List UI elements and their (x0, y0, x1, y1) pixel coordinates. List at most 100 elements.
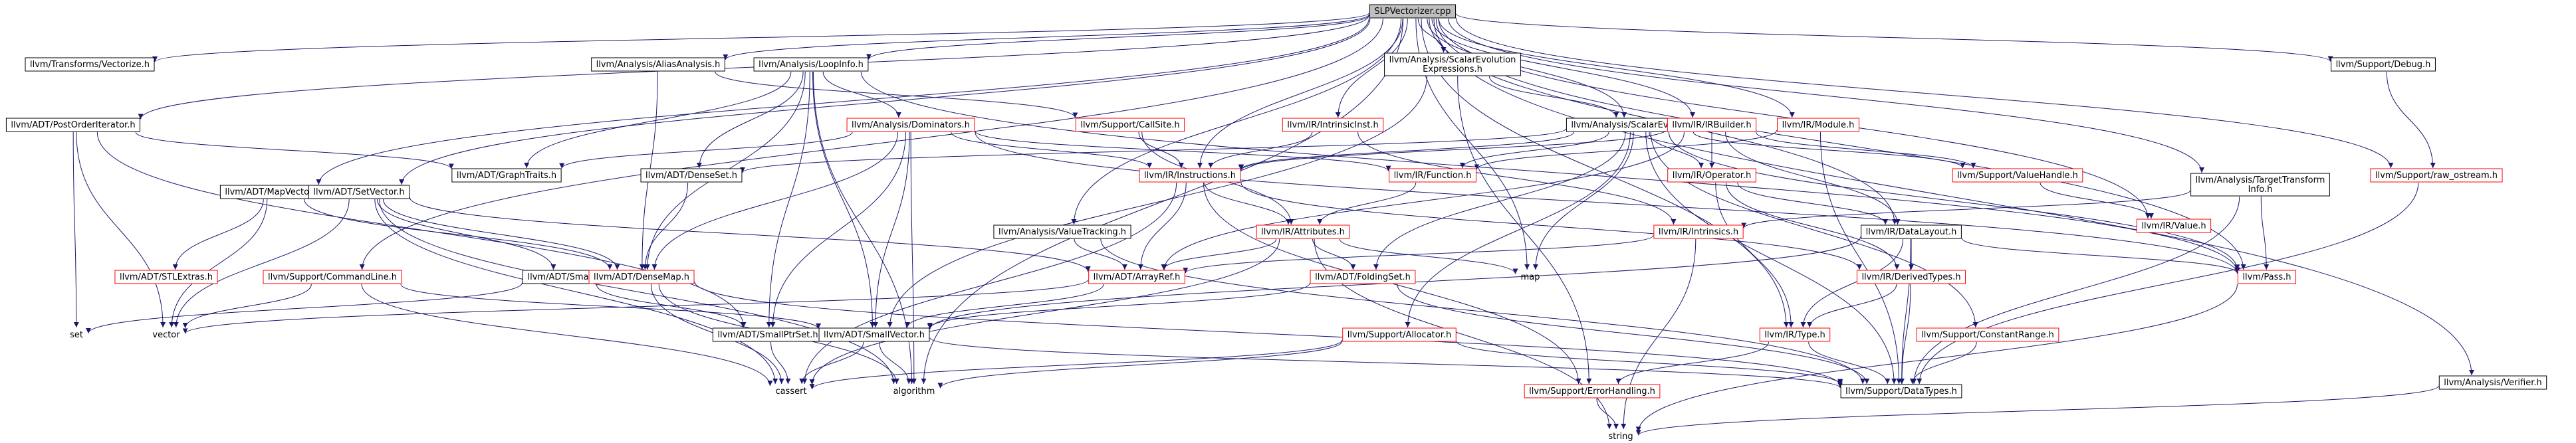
node-box (1075, 118, 1185, 132)
node-label-line: Info.h (2248, 185, 2273, 195)
edge-slp-to-commandline (359, 18, 1383, 270)
node-label: llvm/Support/ConstantRange.h (1921, 330, 2054, 340)
node-label: llvm/ADT/SetVector.h (313, 187, 404, 197)
node-label-line: llvm/Analysis/TargetTransform (2196, 175, 2325, 185)
node-arrayref[interactable]: llvm/ADT/ArrayRef.h (1088, 270, 1185, 284)
node-slp[interactable]: SLPVectorizer.cpp (1369, 4, 1457, 19)
node-denseset[interactable]: llvm/ADT/DenseSet.h (640, 168, 743, 183)
node-label-line: llvm/IR/Instructions.h (1144, 171, 1236, 181)
node-module[interactable]: llvm/IR/Module.h (1777, 118, 1859, 132)
edge-irbuilder-to-valuehandle (1756, 132, 1976, 169)
edge-operator-to-datalayout (1737, 182, 1889, 225)
node-constantrange[interactable]: llvm/Support/ConstantRange.h (1916, 327, 2059, 342)
edge-dominators-to-pass (975, 132, 2240, 274)
node-rawostream[interactable]: llvm/Support/raw_ostream.h (2370, 168, 2503, 183)
edge-postorder-to-vector (76, 132, 166, 328)
node-irbuilder[interactable]: llvm/IR/IRBuilder.h (1667, 118, 1757, 132)
node-label-line: llvm/Support/DataTypes.h (1845, 387, 1957, 397)
node-operator[interactable]: llvm/IR/Operator.h (1667, 168, 1756, 183)
node-label-line: algorithm (893, 387, 935, 397)
node-valuehandle[interactable]: llvm/Support/ValueHandle.h (1952, 168, 2083, 183)
edge-pass-to-string (1635, 284, 2238, 432)
node-foldingset[interactable]: llvm/ADT/FoldingSet.h (1310, 270, 1416, 284)
edge-foldingset-to-smallvector (927, 283, 1310, 329)
edge-slp-to-loopinfo (866, 15, 1369, 60)
edge-instructions-to-attributes (1204, 182, 1291, 225)
edge-dominators-to-smallptrset (770, 132, 907, 328)
edge-attributes-to-foldingset (1312, 238, 1356, 270)
node-label-line: string (1608, 432, 1633, 442)
node-errorhandling[interactable]: llvm/Support/ErrorHandling.h (1524, 384, 1661, 399)
node-pass[interactable]: llvm/Pass.h (2237, 270, 2297, 284)
edge-slp-to-scevexpr (1417, 18, 1447, 53)
node-label-line: llvm/ADT/SetVector.h (313, 187, 404, 197)
node-label: llvm/Analysis/Dominators.h (852, 120, 970, 130)
node-label-line: llvm/Support/ValueHandle.h (1957, 171, 2078, 181)
node-type[interactable]: llvm/IR/Type.h (1759, 327, 1831, 342)
node-value[interactable]: llvm/IR/Value.h (2136, 219, 2212, 233)
edge-slp-to-setvector (399, 18, 1371, 185)
edge-setvector-to-algorithm (379, 199, 897, 385)
node-attributes[interactable]: llvm/IR/Attributes.h (1256, 224, 1350, 239)
node-function[interactable]: llvm/IR/Function.h (1389, 168, 1476, 183)
node-box (263, 270, 402, 284)
node-commandline[interactable]: llvm/Support/CommandLine.h (263, 270, 402, 284)
edge-scev-to-function (1459, 132, 1609, 169)
node-instructions[interactable]: llvm/IR/Instructions.h (1139, 168, 1241, 183)
node-label: llvm/ADT/GraphTraits.h (457, 171, 556, 181)
node-allocator[interactable]: llvm/Support/Allocator.h (1342, 327, 1457, 342)
node-datalayout[interactable]: llvm/IR/DataLayout.h (1861, 224, 1962, 239)
node-label: llvm/IR/Value.h (2141, 221, 2206, 231)
edge-module-to-datatypes (1819, 132, 1902, 385)
node-setvector[interactable]: llvm/ADT/SetVector.h (308, 185, 410, 199)
node-label: llvm/Pass.h (2242, 272, 2291, 282)
node-intrinsicinst[interactable]: llvm/IR/IntrinsicInst.h (1282, 118, 1384, 132)
edge-intrinsicinst-to-intrinsics (1357, 132, 1677, 225)
node-stlextras[interactable]: llvm/ADT/STLExtras.h (114, 270, 218, 284)
edge-irbuilder-to-instructions (1238, 129, 1667, 171)
node-smallptrset[interactable]: llvm/ADT/SmallPtrSet.h (712, 327, 824, 342)
edge-scev-to-allocator (1405, 132, 1631, 328)
node-smallvector[interactable]: llvm/ADT/SmallVector.h (818, 327, 930, 342)
node-label: llvm/ADT/DenseSet.h (645, 171, 737, 181)
node-cassert: cassert (775, 387, 806, 397)
node-string: string (1608, 432, 1633, 442)
node-datatypes[interactable]: llvm/Support/DataTypes.h (1840, 384, 1962, 399)
edge-tti-to-datatypes (1911, 196, 2240, 385)
node-derivedtypes[interactable]: llvm/IR/DerivedTypes.h (1856, 270, 1966, 284)
node-box (2331, 57, 2436, 72)
node-mapvector[interactable]: llvm/ADT/MapVector.h (219, 185, 326, 199)
node-box (1369, 4, 1457, 19)
node-label: llvm/IR/Intrinsics.h (1659, 227, 1738, 237)
edge-loopinfo-to-denseset (696, 71, 804, 169)
node-vectorize[interactable]: llvm/Transforms/Vectorize.h (25, 57, 155, 72)
node-label: llvm/IR/Module.h (1782, 120, 1855, 130)
node-graphtraits[interactable]: llvm/ADT/GraphTraits.h (451, 168, 562, 183)
node-valuetracking[interactable]: llvm/Analysis/ValueTracking.h (993, 224, 1131, 239)
node-verifier[interactable]: llvm/Analysis/Verifier.h (2438, 375, 2547, 390)
node-loopinfo[interactable]: llvm/Analysis/LoopInfo.h (753, 57, 869, 72)
node-label-line: llvm/Support/CallSite.h (1080, 120, 1179, 130)
edge-datalayout-to-type (1800, 238, 1904, 328)
node-box (753, 57, 869, 72)
node-callsite[interactable]: llvm/Support/CallSite.h (1075, 118, 1185, 132)
node-debug[interactable]: llvm/Support/Debug.h (2331, 57, 2436, 72)
node-intrinsics[interactable]: llvm/IR/Intrinsics.h (1653, 224, 1744, 239)
node-label: algorithm (893, 387, 935, 397)
node-label: llvm/ADT/SmallVector.h (824, 330, 925, 340)
node-postorder[interactable]: llvm/ADT/PostOrderIterator.h (5, 118, 141, 132)
node-box (1088, 270, 1185, 284)
node-label: cassert (775, 387, 806, 397)
edge-function-to-attributes (1317, 182, 1417, 225)
node-box (2237, 270, 2297, 284)
edge-setvector-to-cassert (374, 199, 778, 385)
node-aliasanalysis[interactable]: llvm/Analysis/AliasAnalysis.h (591, 57, 725, 72)
node-densemap[interactable]: llvm/ADT/DenseMap.h (588, 270, 695, 284)
node-box (1342, 327, 1457, 342)
node-label: set (70, 330, 83, 340)
node-label-line: llvm/Transforms/Vectorize.h (30, 60, 150, 70)
node-dominators[interactable]: llvm/Analysis/Dominators.h (846, 118, 975, 132)
